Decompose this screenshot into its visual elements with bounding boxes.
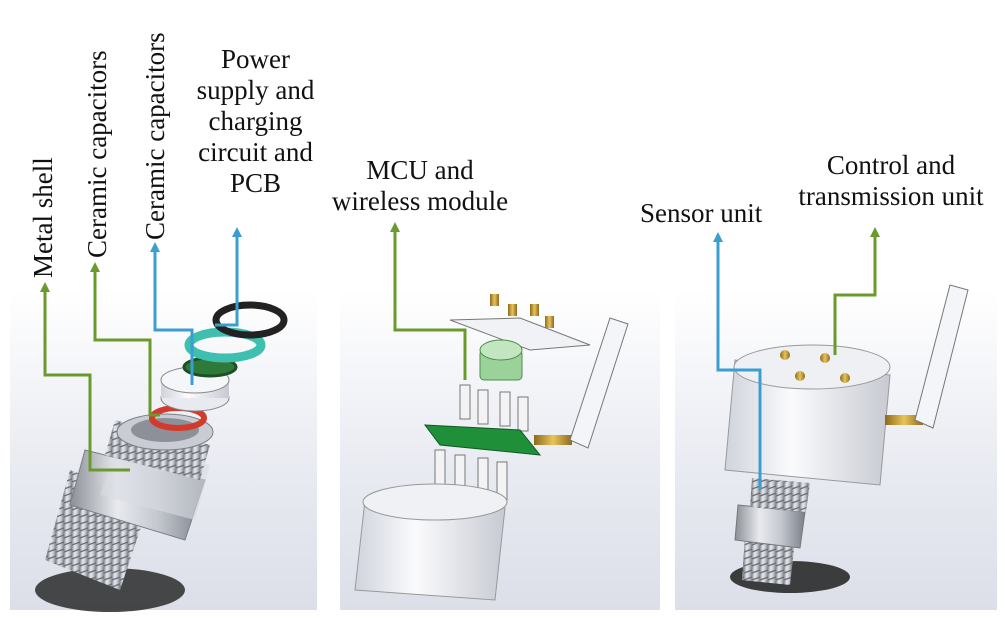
label-control-unit: Control and transmission unit [782, 150, 1000, 212]
leader-ceramic-capacitors-2 [153, 250, 194, 385]
label-ceramic-capacitors-2: Ceramic capacitors [140, 32, 170, 240]
pins-upper [459, 384, 529, 432]
base-cylinder [354, 483, 508, 601]
leader-power-supply [215, 235, 239, 327]
power-supply-rings [184, 301, 288, 363]
label-control-unit-line-1: Control and [826, 150, 956, 180]
mcu-pcb-board [423, 424, 542, 456]
leader-control-unit [833, 235, 877, 355]
metal-shell-part [35, 413, 214, 612]
antenna-assembled [885, 284, 969, 429]
label-control-unit-line-2: transmission unit [798, 181, 984, 212]
label-power-supply: Power supply and charging circuit and PC… [183, 44, 328, 199]
label-power-supply-line-1: Power [221, 44, 290, 74]
label-power-supply-line-4: circuit and [198, 137, 313, 168]
leader-metal-shell [43, 290, 130, 472]
label-power-supply-line-5: PCB [229, 168, 282, 199]
label-mcu: MCU and wireless module [325, 155, 515, 217]
screws [490, 294, 554, 328]
leader-mcu [393, 230, 467, 380]
label-power-supply-line-2: supply and [196, 75, 315, 106]
label-sensor-unit: Sensor unit [640, 198, 763, 228]
leader-sensor-unit [716, 240, 762, 490]
label-mcu-line-1: MCU and [366, 155, 474, 185]
label-ceramic-capacitors-1: Ceramic capacitors [82, 50, 112, 258]
assembled-housing [724, 344, 891, 486]
label-mcu-line-2: wireless module [331, 186, 509, 217]
label-power-supply-line-3: charging [208, 106, 303, 137]
label-metal-shell: Metal shell [28, 157, 58, 278]
green-capacitor-cylinder [479, 339, 523, 381]
assembled-sensor [730, 478, 850, 593]
leader-ceramic-capacitors-1 [93, 270, 160, 417]
antenna-mcu [534, 317, 629, 449]
